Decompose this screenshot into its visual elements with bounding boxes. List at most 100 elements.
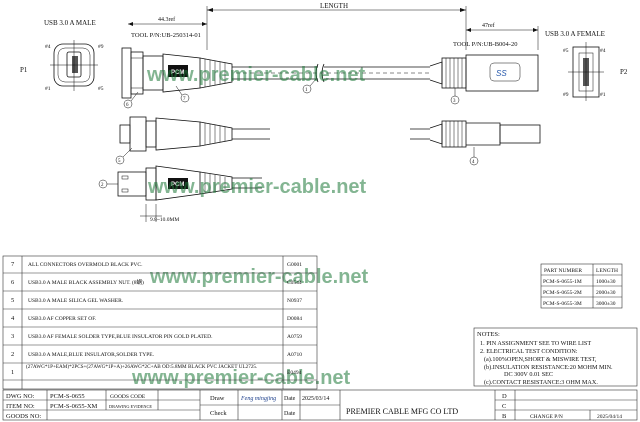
callout-2: 2: [101, 183, 104, 188]
bom-desc: (27AWG*1P+EAM)*2PCS+(27AWG*1P+A)+26AWG*2…: [26, 364, 258, 370]
usb-female-title: USB 3.0 A FEMALE: [545, 30, 605, 38]
ss-logo: SS: [496, 69, 507, 78]
company-name: PREMIER CABLE MFG CO LTD: [346, 407, 458, 416]
part-number-table: PART NUMBER LENGTH PCM-S-0655-1M 1000±30…: [540, 263, 623, 309]
pcm-text-lower: PCM: [171, 182, 184, 188]
bom-no: 6: [11, 279, 15, 286]
item-no-value: PCM-S-0655-XM: [50, 403, 98, 410]
bom-no: 2: [11, 351, 14, 358]
dim-left-label: 44.3ref: [158, 16, 175, 23]
dim-right-label: 47ref: [482, 22, 495, 29]
bom-code: A0759: [287, 334, 302, 340]
bom-no: 1: [11, 369, 14, 376]
bom-code: G0001: [287, 262, 302, 268]
drawing-evidence-label: DRAWING EVIDENCE: [109, 404, 152, 409]
part-row-number: PCM-S-0655-2M: [543, 290, 582, 296]
usb-male-title: USB 3.0 A MALE: [44, 19, 96, 27]
bom-no: 7: [11, 261, 15, 268]
p2-label: P2: [620, 68, 628, 76]
pcm-text-top: PCM: [171, 70, 184, 76]
bom-row: 4 USB3.0 AF COPPER SET OF. D0084: [11, 315, 302, 322]
bom-code: C0544: [287, 280, 302, 286]
part-row-number: PCM-S-0655-3M: [543, 301, 582, 307]
bom-desc: USB3.0 A MALE BLACK ASSEMBLY NUT. (8蜗): [28, 278, 144, 286]
pin4-left: #4: [45, 44, 51, 50]
callout-6: 6: [126, 103, 129, 108]
check-date-label: Date: [284, 411, 296, 417]
pin1-left: #1: [45, 86, 51, 92]
bom-row: 1 (27AWG*1P+EAM)*2PCS+(27AWG*1P+A)+26AWG…: [11, 364, 302, 376]
usb-male-plug-lower: PCM 9.8~10.0MM 2: [98, 165, 262, 223]
bom-desc: ALL CONNECTORS OVERMOLD BLACK PVC.: [28, 262, 143, 268]
part-header-length: LENGTH: [596, 268, 618, 274]
callout-5: 5: [118, 159, 121, 164]
bom-code: A0710: [287, 352, 302, 358]
part-row-length: 1000±30: [596, 279, 616, 285]
callout-7: 7: [183, 97, 186, 102]
dwg-no-value: PCM-S-0655: [50, 393, 85, 400]
drawer-signature: Feng mingjing: [240, 396, 276, 402]
panel-male-connector-top: PCM: [121, 47, 233, 99]
bom-row: 5 USB3.0 A MALE SILICA GEL WASHER. N0937: [11, 297, 302, 304]
dwg-no-label: DWG NO:: [6, 393, 35, 400]
pin4-right: #4: [600, 48, 606, 54]
panel-male-connector-mid: 5: [115, 116, 270, 165]
pin9-right: #9: [563, 92, 569, 98]
rev-d: D: [502, 393, 507, 400]
watermark-3: www.premier-cable.net: [149, 266, 369, 288]
callout-1: 1: [305, 88, 308, 93]
bom-code: D0084: [287, 316, 302, 322]
usb-male-front-view: USB 3.0 A MALE #4 #1 #9 #5 P1: [20, 19, 104, 92]
change-pn-label: CHANGE P/N: [530, 414, 563, 420]
part-row-length: 2000±30: [596, 290, 616, 296]
bom-desc: USB3.0 A MALE SILICA GEL WASHER.: [28, 298, 124, 304]
notes-line: 2. ELECTRICAL TEST CONDITION:: [480, 348, 578, 355]
part-header-number: PART NUMBER: [544, 268, 582, 274]
watermark-1: www.premier-cable.net: [146, 64, 366, 86]
bom-row: 6 USB3.0 A MALE BLACK ASSEMBLY NUT. (8蜗)…: [11, 278, 302, 286]
goods-code-label: GOODS CODE: [110, 394, 146, 400]
watermarks: www.premier-cable.net www.premier-cable.…: [131, 64, 369, 389]
length-dimension: LENGTH: [206, 2, 467, 50]
bom-desc: USB3.0 AF COPPER SET OF.: [28, 316, 97, 322]
notes-line: (c).CONTACT RESISTANCE:3 OHM MAX.: [484, 379, 598, 386]
callouts-top: 6 7 1 3: [123, 78, 460, 109]
notes-line: (a).100%OPEN,SHORT & MISWIRE TEST,: [484, 356, 597, 363]
bom-table: 7 ALL CONNECTORS OVERMOLD BLACK PVC. G00…: [2, 255, 318, 390]
female-connector-top: SS: [429, 54, 539, 92]
date-value: 2025/03/14: [302, 396, 329, 402]
notes-box: NOTES: 1. PIN ASSIGNMENT SEE TO WIRE LIS…: [473, 327, 638, 387]
callout-3: 3: [453, 99, 456, 104]
bom-desc: USB3.0 AF FEMALE SOLDER TYPE,BLUE INSULA…: [28, 334, 213, 340]
p1-label: P1: [20, 66, 28, 74]
change-date: 2025/04/14: [597, 414, 622, 420]
pcm-logo-top: [168, 65, 188, 77]
dim-47-ref: 47ref: [466, 22, 539, 50]
title-block: DWG NO: PCM-S-0655 GOODS CODE ITEM NO: P…: [2, 389, 638, 421]
pin5-right: #5: [563, 48, 569, 54]
date-label: Date: [284, 396, 296, 402]
bom-no: 5: [11, 297, 14, 304]
goods-no-label: GOODS NO:: [6, 413, 41, 420]
bom-code: N0937: [287, 298, 302, 304]
bom-no: 3: [11, 333, 14, 340]
female-connector-mid: 4: [410, 120, 541, 166]
dim-range-label: 9.8~10.0MM: [150, 217, 179, 223]
dim-44-ref: 44.3ref: [128, 16, 207, 26]
part-row-length: 3000±30: [596, 301, 616, 307]
notes-line: (b).INSULATION RESISTANCE:20 MOHM MIN.: [484, 364, 613, 371]
watermark-2: www.premier-cable.net: [147, 176, 367, 198]
notes-title: NOTES:: [477, 331, 500, 338]
cable-body: [232, 63, 430, 83]
bom-code: E0494: [287, 370, 302, 376]
pcm-logo-lower: [168, 178, 188, 189]
watermark-4: www.premier-cable.net: [131, 367, 351, 389]
notes-line: DC 300V 0.01 SEC: [504, 371, 553, 378]
bom-desc: USB3.0 A MALE,BLUE INSULATOR,SOLDER TYPE…: [28, 352, 155, 358]
usb-female-front-view: USB 3.0 A FEMALE #5 #4 #9 #1 P2: [545, 30, 628, 101]
length-label: LENGTH: [320, 2, 348, 10]
notes-line: 1. PIN ASSIGNMENT SEE TO WIRE LIST: [480, 340, 591, 347]
callout-4: 4: [472, 160, 475, 165]
pin1-right: #1: [600, 92, 606, 98]
